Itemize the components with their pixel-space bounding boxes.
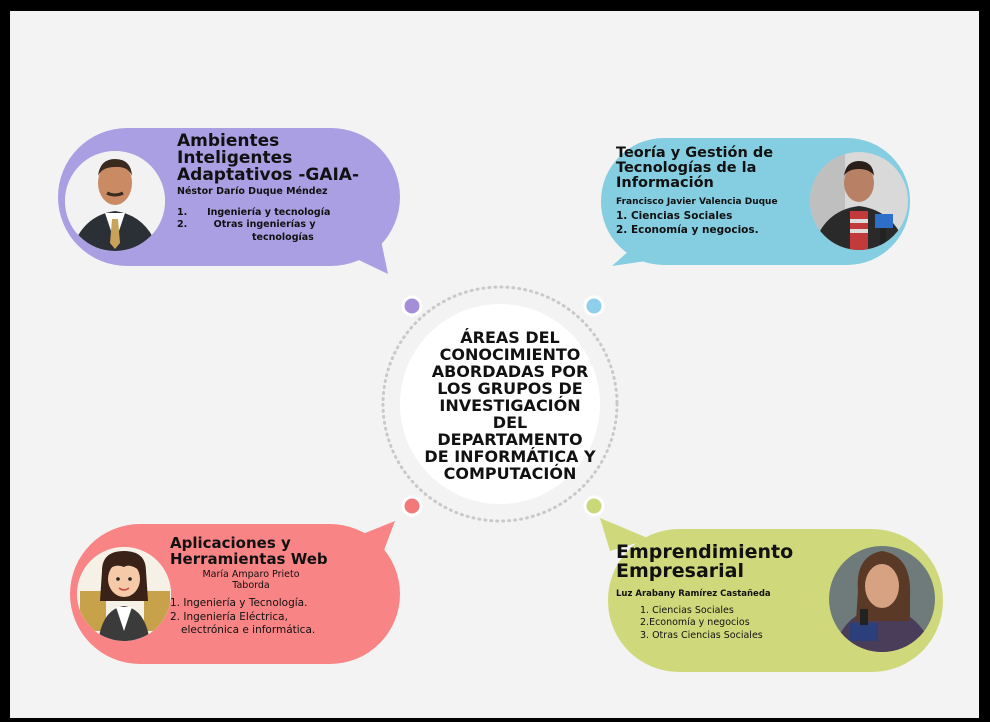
title-line: Aplicaciones y	[170, 534, 291, 552]
photo-luz	[829, 546, 935, 652]
title-line: Tecnologías de la	[616, 160, 757, 176]
group-tgti: Teoría y Gestión de Tecnologías de la In…	[616, 146, 821, 237]
group-tgti-title: Teoría y Gestión de Tecnologías de la In…	[616, 146, 821, 191]
area-item: 2. Economía y negocios.	[616, 223, 759, 236]
diagram-canvas: Ambientes Inteligentes Adaptativos -GAIA…	[10, 11, 979, 718]
group-gaia: Ambientes Inteligentes Adaptativos -GAIA…	[177, 133, 397, 244]
group-web-person: María Amparo Prieto Taborda	[170, 569, 316, 591]
center-line: ÁREAS DEL	[460, 328, 560, 347]
photo-nestor	[65, 151, 165, 251]
center-title: ÁREAS DEL CONOCIMIENTO ABORDADAS POR LOS…	[424, 329, 596, 482]
title-line: Adaptativos -GAIA-	[177, 165, 360, 185]
group-emprendimiento-areas: 1. Ciencias Sociales 2.Economía y negoci…	[616, 605, 826, 642]
group-gaia-areas: 1. Ingeniería y tecnología 2. Otras inge…	[177, 207, 397, 244]
title-line: Empresarial	[616, 560, 744, 582]
title-line: Teoría y Gestión de	[616, 145, 774, 161]
center-line: ABORDADAS POR	[431, 362, 589, 381]
group-tgti-areas: 1. Ciencias Sociales 2. Economía y negoc…	[616, 210, 821, 237]
group-web-areas: 1. Ingeniería y Tecnología. 2. Ingenierí…	[170, 597, 390, 638]
center-line: CONOCIMIENTO	[439, 345, 581, 364]
area-item: electrónica e informática.	[181, 624, 316, 637]
area-item: 1. Ingeniería y tecnología	[177, 207, 331, 218]
group-gaia-title: Ambientes Inteligentes Adaptativos -GAIA…	[177, 133, 397, 184]
diagram-shapes	[58, 128, 943, 672]
group-web: Aplicaciones y Herramientas Web María Am…	[170, 535, 390, 638]
area-item: 2.Economía y negocios	[640, 617, 750, 629]
area-item: 2. Ingeniería Eléctrica,	[170, 610, 288, 623]
photo-maria	[77, 547, 171, 641]
group-emprendimiento-person: Luz Arabany Ramírez Castañeda	[616, 589, 771, 599]
group-tgti-person: Francisco Javier Valencia Duque	[616, 197, 778, 207]
area-item: 1. Ingeniería y Tecnología.	[170, 597, 308, 609]
area-item: 1. Ciencias Sociales	[616, 210, 733, 222]
center-circle	[400, 304, 600, 504]
center-line: INVESTIGACIÓN	[439, 396, 581, 415]
center-line: DEL	[492, 413, 528, 432]
title-line: Herramientas Web	[170, 550, 328, 568]
area-item: 1. Ciencias Sociales	[640, 605, 734, 616]
group-emprendimiento-title: Emprendimiento Empresarial	[616, 543, 826, 581]
connector-dot-blue	[583, 295, 605, 317]
connector-dot-red	[401, 495, 423, 517]
title-line: Información	[616, 175, 714, 191]
area-item: 2. Otras ingenierías y	[177, 219, 316, 231]
center-line: COMPUTACIÓN	[443, 464, 577, 483]
connector-dot-purple	[401, 295, 423, 317]
center-line: DE INFORMÁTICA Y	[424, 447, 596, 466]
connector-dot-green	[583, 495, 605, 517]
center-line: DEPARTAMENTO	[437, 430, 583, 449]
center-line: LOS GRUPOS DE	[437, 379, 583, 398]
dotted-ring	[381, 285, 619, 523]
group-emprendimiento: Emprendimiento Empresarial Luz Arabany R…	[616, 543, 826, 642]
area-item: 3. Otras Ciencias Sociales	[640, 629, 763, 641]
title-line: Inteligentes	[177, 148, 293, 168]
title-line: Emprendimiento	[616, 541, 794, 563]
group-web-title: Aplicaciones y Herramientas Web	[170, 535, 390, 567]
person-line: María Amparo Prieto	[202, 569, 300, 580]
title-line: Ambientes	[177, 131, 280, 151]
area-item: tecnologías	[252, 231, 314, 243]
group-gaia-person: Néstor Darío Duque Méndez	[177, 186, 328, 197]
person-line: Taborda	[232, 580, 270, 591]
